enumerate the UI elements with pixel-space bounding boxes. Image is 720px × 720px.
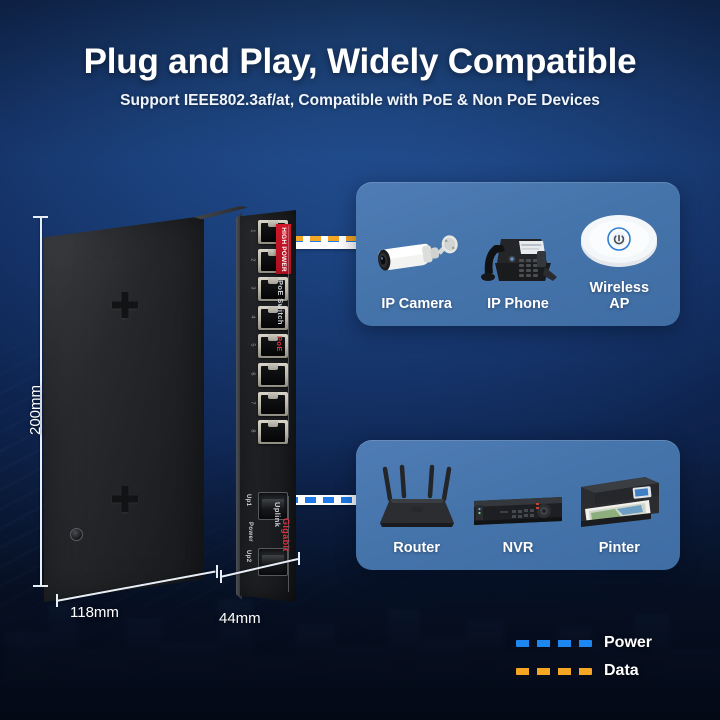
uplink-port-label-2: Up2 xyxy=(245,550,251,563)
dimension-tick xyxy=(220,570,222,583)
device-label: IP Camera xyxy=(381,295,452,312)
dimension-tick xyxy=(56,594,58,607)
legend-label: Data xyxy=(604,662,639,679)
device-router: Router xyxy=(367,459,467,556)
mount-screw-top-icon xyxy=(112,292,138,318)
legend-label: Power xyxy=(604,634,653,651)
printer-icon xyxy=(575,459,663,531)
device-label: NVR xyxy=(502,539,534,556)
power-jack-label: Power xyxy=(247,522,253,543)
uplink-port xyxy=(258,492,288,520)
uplink-cable xyxy=(250,495,362,505)
dimension-label-width: 118mm xyxy=(70,604,119,621)
poe-devices-panel: IP Camera xyxy=(356,182,680,326)
device-label: IP Phone xyxy=(487,295,549,312)
faceplate-divider-line-lower xyxy=(288,496,289,592)
legend-item-data: Data xyxy=(516,660,652,682)
power-line-swatch xyxy=(516,639,592,647)
poe-switch-device: 1 2 3 4 5 6 7 8 HIGH POWER PoE Switch Po… xyxy=(44,196,296,606)
ethernet-port: 7 xyxy=(250,391,288,416)
dimension-tick xyxy=(33,216,48,218)
dimension-label-depth: 44mm xyxy=(219,610,261,627)
brand-name: HIGH POWER xyxy=(280,226,287,272)
router-icon xyxy=(372,459,462,531)
device-label: Pinter xyxy=(598,539,640,556)
brand-banner: HIGH POWER xyxy=(276,224,291,274)
page-subtitle: Support IEEE802.3af/at, Compatible with … xyxy=(120,91,600,109)
header-block: Plug and Play, Widely Compatible Support… xyxy=(0,42,720,110)
mount-screw-bottom-icon xyxy=(112,486,138,512)
ethernet-port: 3 xyxy=(250,277,288,302)
dimension-tick xyxy=(298,552,300,565)
non-poe-devices-panel: Router xyxy=(356,440,680,570)
dc-power-jack xyxy=(70,528,83,541)
faceplate-divider-line xyxy=(288,226,289,438)
data-line-swatch xyxy=(516,667,592,675)
gigabit-label: Gigabit xyxy=(281,518,291,552)
switch-side-panel xyxy=(44,216,204,602)
ethernet-port: 6 xyxy=(250,362,288,387)
switch-face-edge xyxy=(236,212,242,600)
dimension-tick xyxy=(33,585,48,587)
device-printer: Pinter xyxy=(569,459,669,556)
legend: Power Data xyxy=(516,632,652,688)
dimension-tick xyxy=(216,565,218,578)
model-text: PoE Switch xyxy=(276,280,285,325)
poe-label: PoE xyxy=(275,336,284,352)
device-ip-phone: IP Phone xyxy=(468,205,568,312)
dimension-label-height: 200mm xyxy=(27,384,44,435)
ethernet-port: 4 xyxy=(250,305,288,330)
device-ip-camera: IP Camera xyxy=(367,205,467,312)
dimension-line-height xyxy=(40,216,42,586)
legend-item-power: Power xyxy=(516,632,652,654)
uplink-port-label-1: Up1 xyxy=(245,494,251,507)
ip-camera-icon xyxy=(371,205,463,287)
ip-phone-icon xyxy=(475,205,561,287)
ethernet-port: 5 xyxy=(250,334,288,359)
page-title: Plug and Play, Widely Compatible xyxy=(83,42,637,81)
device-label: Router xyxy=(393,539,441,556)
wireless-ap-icon xyxy=(578,189,660,271)
device-nvr: NVR xyxy=(468,459,568,556)
ethernet-port: 8 xyxy=(250,420,288,445)
nvr-icon xyxy=(470,459,566,531)
